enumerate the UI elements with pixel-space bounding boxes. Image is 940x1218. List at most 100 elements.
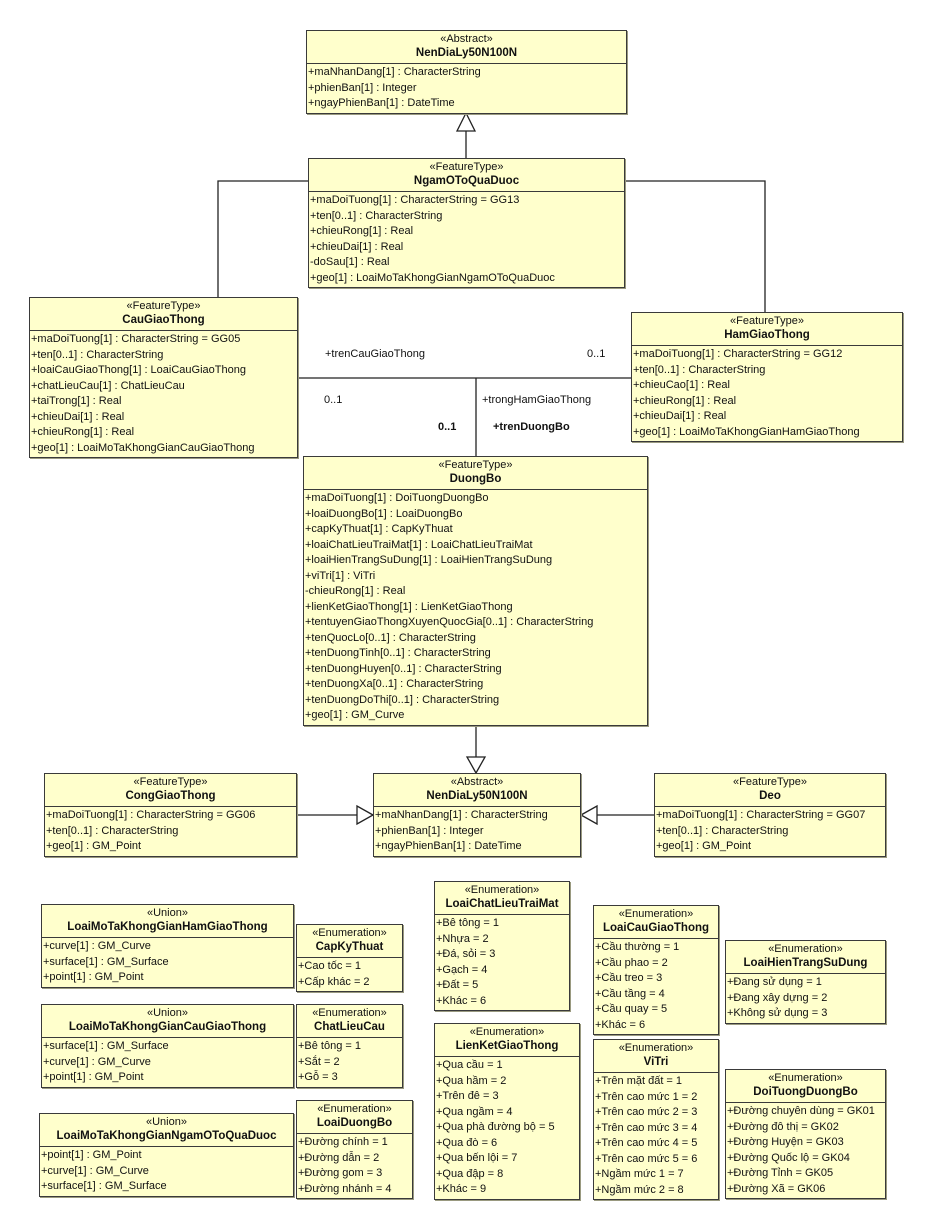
attribute-compartment: +point[1] : GM_Point+curve[1] : GM_Curve… xyxy=(40,1147,293,1196)
enum-capkythuat[interactable]: «Enumeration»CapKyThuat+Cao tốc = 1+Cấp … xyxy=(296,924,403,992)
attribute-row: +Trên cao mức 2 = 3 xyxy=(595,1106,698,1118)
attribute-row: +ten[0..1] : CharacterString xyxy=(656,824,789,837)
attribute-row: +tenDuongHuyen[0..1] : CharacterString xyxy=(305,662,502,675)
attribute-row: +Cầu quay = 5 xyxy=(595,1003,668,1015)
attribute-row: +Sắt = 2 xyxy=(298,1055,340,1068)
attribute-row: +chieuDai[1] : Real xyxy=(310,240,404,253)
class-nendialy-mid[interactable]: «Abstract» NenDiaLy50N100N +maNhanDang[1] … xyxy=(373,773,581,857)
class-ngamotoquaduoc[interactable]: «FeatureType»NgamOToQuaDuoc+maDoiTuong[1… xyxy=(308,158,625,288)
generalization-arrowhead-deo xyxy=(579,804,598,826)
attribute-compartment: +Đường chuyên dùng = GK01+Đường đô thị =… xyxy=(726,1103,885,1198)
attribute-row: +ngayPhienBan[1] : DateTime xyxy=(375,840,522,852)
class-name: DuongBo xyxy=(449,473,502,485)
attribute-row: +Ngầm mức 2 = 8 xyxy=(595,1183,684,1196)
attribute-row: -chieuRong[1] : Real xyxy=(305,585,406,597)
class-header: «FeatureType»DuongBo xyxy=(304,457,647,490)
attribute-compartment: +maDoiTuong[1] : CharacterString = GG13+… xyxy=(309,192,624,287)
attribute-row: +Trên đê = 3 xyxy=(436,1090,499,1102)
attribute-row: +Trên cao mức 5 = 6 xyxy=(595,1152,698,1165)
attribute-row: +chieuRong[1] : Real xyxy=(310,225,414,237)
stereotype-label: «Abstract» xyxy=(450,776,504,788)
attribute-row: +loaiCauGiaoThong[1] : LoaiCauGiaoThong xyxy=(31,364,246,376)
class-name: LoaiCauGiaoThong xyxy=(602,922,710,934)
class-deo[interactable]: «FeatureType»Deo+maDoiTuong[1] : Charact… xyxy=(654,773,886,857)
enum-doituongduongbo[interactable]: «Enumeration»DoiTuongDuongBo+Đường chuyê… xyxy=(725,1069,886,1199)
attribute-row: +tenDuongDoThi[0..1] : CharacterString xyxy=(305,693,500,706)
attribute-row: +chieuRong[1] : Real xyxy=(633,394,737,407)
attribute-row: +ten[0..1] : CharacterString xyxy=(310,209,443,222)
union-loaimotakhonggianhamgiaothong[interactable]: «Union»LoaiMoTaKhongGianHamGiaoThong+cur… xyxy=(41,904,294,988)
attribute-row: +chatLieuCau[1] : ChatLieuCau xyxy=(31,379,185,392)
stereotype-label: «Union» xyxy=(146,1116,187,1128)
attribute-row: +chieuRong[1] : Real xyxy=(31,426,135,438)
class-header: «Enumeration» LoaiCauGiaoThong xyxy=(594,906,718,939)
class-header: «Abstract»NenDiaLy50N100N xyxy=(307,31,626,64)
class-header: «FeatureType»Deo xyxy=(655,774,885,807)
attribute-row: +surface[1] : GM_Surface xyxy=(43,1040,169,1052)
attribute-row: +maDoiTuong[1] : CharacterString = GG07 xyxy=(656,809,866,821)
attribute-row: +ten[0..1] : CharacterString xyxy=(31,348,164,361)
attribute-row: +Gỗ = 3 xyxy=(298,1071,338,1083)
class-caugiaothong[interactable]: «FeatureType»CauGiaoThong+maDoiTuong[1] … xyxy=(29,297,298,458)
attribute-row: +geo[1] : GM_Point xyxy=(46,840,142,852)
stereotype-label: «Enumeration» xyxy=(464,884,540,896)
attribute-row: +tenDuongXa[0..1] : CharacterString xyxy=(305,678,484,690)
attribute-row: +Qua ngầm = 4 xyxy=(436,1105,513,1118)
enum-loaichatlieutraimat[interactable]: «Enumeration»LoaiChatLieuTraiMat+Bê tông… xyxy=(434,881,570,1011)
class-nendialy-top[interactable]: «Abstract»NenDiaLy50N100N+maNhanDang[1] … xyxy=(306,30,627,114)
enum-chatlieucau[interactable]: «Enumeration»ChatLieuCau+Bê tông = 1+Sắt… xyxy=(296,1004,403,1088)
attribute-row: +phienBan[1] : Integer xyxy=(308,81,417,94)
multiplicity-duongbo: 0..1 xyxy=(438,421,457,433)
attribute-row: +maDoiTuong[1] : DoiTuongDuongBo xyxy=(305,492,489,504)
enum-loaihientrangsudung[interactable]: «Enumeration»LoaiHienTrangSuDung+Đang sử… xyxy=(725,940,886,1024)
class-name: LoaiMoTaKhongGianNgamOToQuaDuoc xyxy=(56,1130,277,1142)
attribute-row: +Đường dẫn = 2 xyxy=(298,1151,380,1164)
attribute-row: +Cấp khác = 2 xyxy=(298,975,370,988)
attribute-row: +lienKetGiaoThong[1] : LienKetGiaoThong xyxy=(305,600,513,613)
enum-vitri[interactable]: «Enumeration»ViTri+Trên mặt đất = 1+Trên… xyxy=(593,1039,719,1200)
attribute-row: +Đường gom = 3 xyxy=(298,1167,383,1179)
class-header: «Enumeration»LoaiDuongBo xyxy=(297,1101,412,1134)
attribute-row: +Trên cao mức 4 = 5 xyxy=(595,1137,698,1149)
attribute-compartment: +maDoiTuong[1] : CharacterString = GG07 +… xyxy=(655,807,885,856)
class-duongbo[interactable]: «FeatureType»DuongBo +maDoiTuong[1] : Doi… xyxy=(303,456,648,726)
enum-loaicaugiaothong[interactable]: «Enumeration»LoaiCauGiaoThong+Cầu thường… xyxy=(593,905,719,1035)
attribute-row: +tentuyenGiaoThongXuyenQuocGia[0..1] : C… xyxy=(305,616,594,628)
attribute-row: +Trên mặt đất = 1 xyxy=(595,1075,683,1087)
attribute-row: +Trên cao mức 1 = 2 xyxy=(595,1090,698,1103)
attribute-row: +Ngầm mức 1 = 7 xyxy=(595,1168,684,1180)
attribute-row: +geo[1] : GM_Point xyxy=(656,840,752,852)
attribute-compartment: +maDoiTuong[1] : CharacterString = GG05+… xyxy=(30,331,297,457)
enum-loaiduongbo[interactable]: «Enumeration»LoaiDuongBo+Đường chính = 1… xyxy=(296,1100,413,1199)
class-header: «FeatureType»CongGiaoThong xyxy=(45,774,296,807)
attribute-row: +Đá, sỏi = 3 xyxy=(436,948,496,960)
attribute-compartment: +maDoiTuong[1] : CharacterString = GG06+… xyxy=(45,807,296,856)
attribute-row: -doSau[1] : Real xyxy=(310,256,390,268)
class-header: «Union»LoaiMoTaKhongGianHamGiaoThong xyxy=(42,905,293,938)
attribute-row: +loaiHienTrangSuDung[1] : LoaiHienTrangS… xyxy=(305,554,553,566)
attribute-row: +Đang sử dụng = 1 xyxy=(727,976,822,988)
attribute-row: +geo[1] : LoaiMoTaKhongGianCauGiaoThong xyxy=(31,441,255,454)
attribute-row: +ngayPhienBan[1] : DateTime xyxy=(308,97,455,109)
attribute-row: +loaiChatLieuTraiMat[1] : LoaiChatLieuTr… xyxy=(305,538,533,551)
attribute-row: +surface[1] : GM_Surface xyxy=(43,955,169,968)
association-line-ngam-ham xyxy=(625,180,766,312)
attribute-row: +Qua đập = 8 xyxy=(436,1167,504,1180)
stereotype-label: «Enumeration» xyxy=(312,1007,387,1019)
class-name: NenDiaLy50N100N xyxy=(426,790,528,802)
attribute-compartment: +maNhanDang[1] : CharacterString+phienBa… xyxy=(374,807,580,856)
union-loaimotakhonggiancaugiaothong[interactable]: «Union»LoaiMoTaKhongGianCauGiaoThong+sur… xyxy=(41,1004,294,1088)
multiplicity-ham: 0..1 xyxy=(587,348,606,360)
stereotype-label: «Enumeration» xyxy=(618,908,694,920)
union-loaimotakhonggianngamotoquaduoc[interactable]: «Union» LoaiMoTaKhongGianNgamOToQuaDuoc +p… xyxy=(39,1113,294,1197)
stereotype-label: «FeatureType» xyxy=(133,776,208,788)
stereotype-label: «Union» xyxy=(147,1007,188,1019)
class-conggiaothong[interactable]: «FeatureType»CongGiaoThong+maDoiTuong[1]… xyxy=(44,773,297,857)
stereotype-label: «Enumeration» xyxy=(768,943,843,955)
class-hamgiaothong[interactable]: «FeatureType»HamGiaoThong+maDoiTuong[1] … xyxy=(631,312,903,442)
attribute-row: +ten[0..1] : CharacterString xyxy=(46,824,179,837)
attribute-compartment: +Cao tốc = 1+Cấp khác = 2 xyxy=(297,958,402,991)
class-header: «Enumeration»ChatLieuCau xyxy=(297,1005,402,1038)
enum-lienketgiaothong[interactable]: «Enumeration»LienKetGiaoThong+Qua cầu = … xyxy=(434,1023,580,1200)
attribute-row: +point[1] : GM_Point xyxy=(41,1149,142,1161)
